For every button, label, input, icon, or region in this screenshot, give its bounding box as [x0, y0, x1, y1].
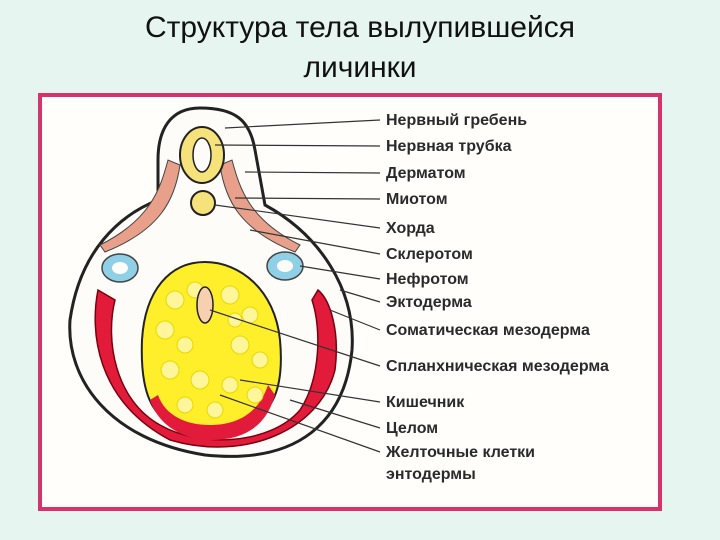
title-line-1: Структура тела вылупившейся — [145, 11, 575, 44]
yolk-cells — [155, 281, 269, 419]
label-myotome: Миотом — [386, 191, 448, 208]
label-neural-tube: Нервная трубка — [386, 138, 512, 155]
somatic-mesoderm — [94, 288, 338, 448]
neural-canal — [192, 137, 212, 173]
nephrotome-right-inner — [277, 260, 293, 272]
label-ectoderm: Эктодерма — [386, 294, 472, 311]
label-splanchnic-mesoderm: Спланхническая мезодерма — [386, 358, 609, 375]
label-gut: Кишечник — [386, 394, 465, 411]
notochord — [190, 190, 216, 216]
labels: Нервный гребень Нервная трубка Дерматом … — [385, 112, 609, 483]
nephrotome-left-inner — [112, 262, 128, 274]
label-coelom: Целом — [386, 420, 438, 437]
label-somatic-mesoderm: Соматическая мезодерма — [386, 322, 590, 339]
label-notochord: Хорда — [386, 220, 435, 237]
label-neural-crest: Нервный гребень — [386, 112, 527, 129]
splanchnic-mesoderm — [150, 385, 275, 440]
title-line-2: личинки — [303, 51, 417, 84]
somite-left — [99, 159, 181, 253]
label-sclerotome: Склеротом — [386, 246, 473, 263]
label-dermatome: Дерматом — [386, 165, 466, 182]
label-yolk-cells: Желточные клетки — [385, 444, 535, 461]
somite-right — [219, 159, 301, 253]
leader-lines — [209, 119, 381, 453]
label-nephrotome: Нефротом — [386, 271, 469, 288]
gut-lumen — [196, 286, 214, 324]
slide-title: Структура тела вылупившейся личинки — [0, 8, 720, 88]
label-endoderm: энтодермы — [386, 466, 476, 483]
